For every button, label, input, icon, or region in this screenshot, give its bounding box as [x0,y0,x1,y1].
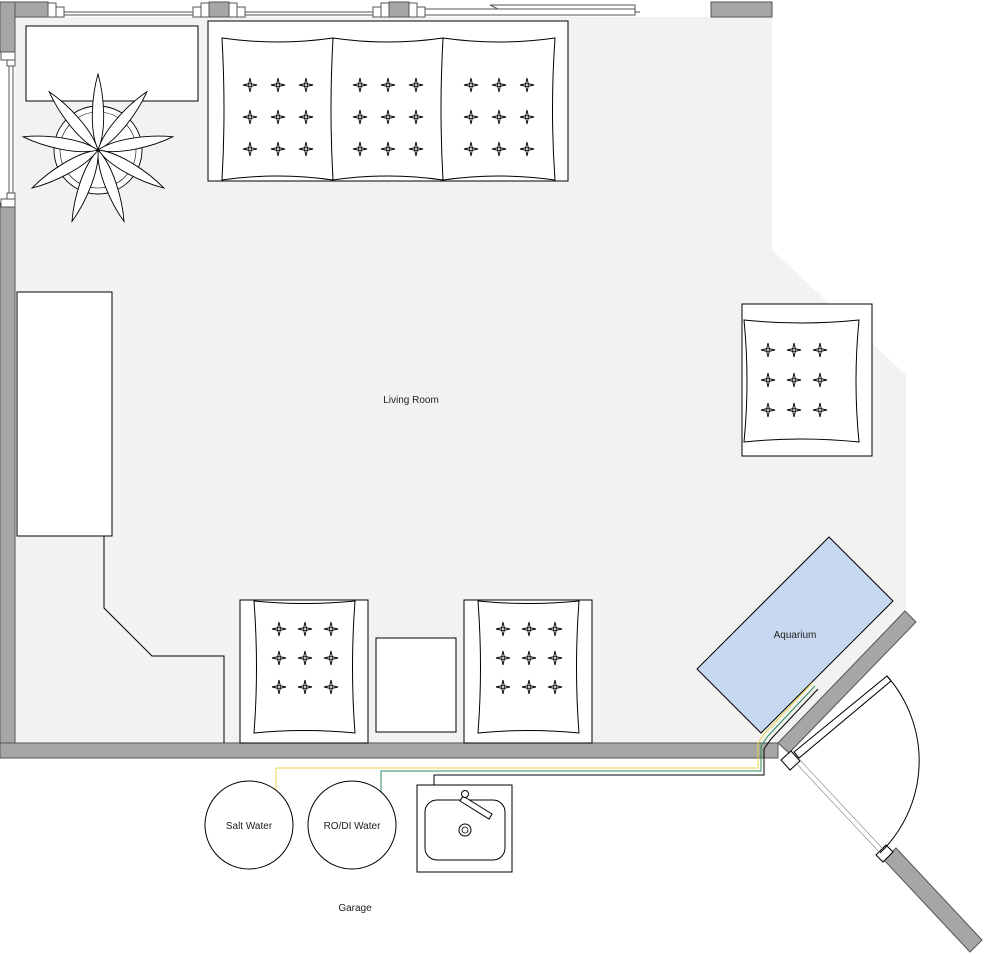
side-table [375,637,457,733]
garage-label: Garage [338,903,372,914]
top-left-cabinet [25,25,199,102]
cable-route [103,536,225,743]
salt-water-tank [204,780,294,870]
rodi-water-label: RO/DI Water [324,821,382,832]
top-windows [47,1,640,18]
sofa-top [207,20,569,182]
plant-icon [21,73,175,224]
door [780,675,920,863]
armchair-bottom-right [463,599,593,744]
left-window [0,51,16,208]
aquarium [696,536,894,734]
rodi-water-tank [307,780,397,870]
armchair-right [741,303,873,457]
left-shelf [16,291,113,537]
utility-sink [416,784,513,873]
living-room-floor [15,17,906,743]
aquarium-label: Aquarium [774,630,817,641]
armchair-bottom-left [239,599,369,744]
living-room-label: Living Room [383,395,439,406]
salt-water-label: Salt Water [226,821,273,832]
